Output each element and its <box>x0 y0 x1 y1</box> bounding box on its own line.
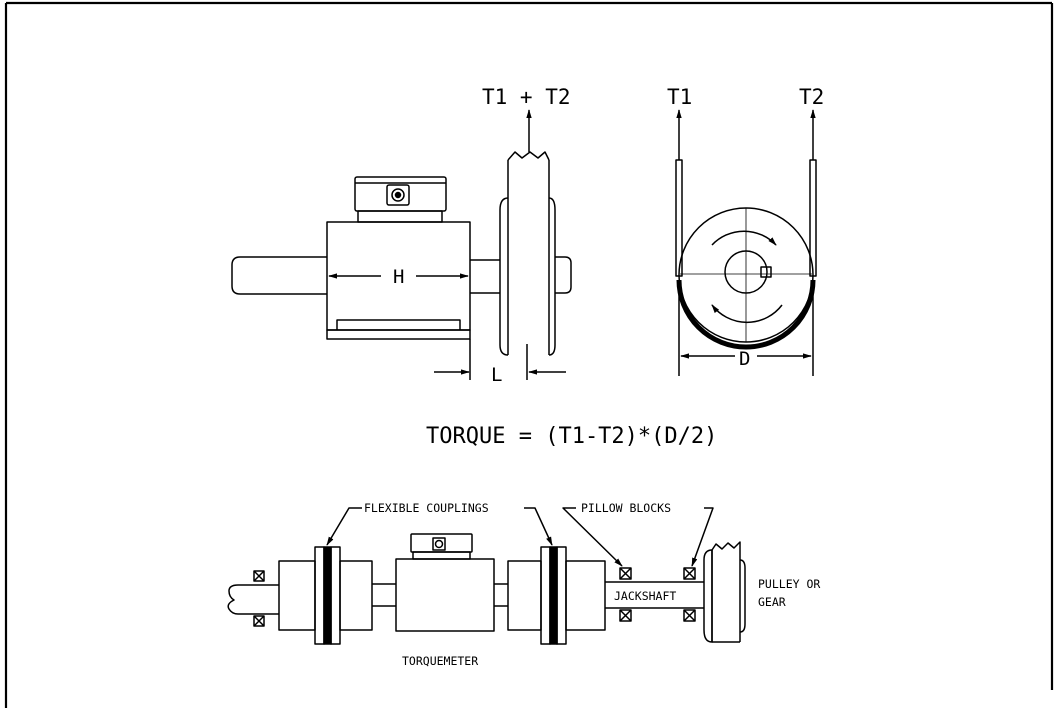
connector-icon-small <box>432 537 446 551</box>
pillow-block-6 <box>683 609 696 622</box>
torquemeter-connector-small <box>410 533 473 553</box>
pulley-break <box>507 151 550 161</box>
pulley-rim <box>507 160 550 355</box>
pillow-block-5 <box>683 567 696 580</box>
coupling-insert-2 <box>549 546 558 645</box>
keyway <box>760 266 772 278</box>
label-jackshaft: JACKSHAFT <box>614 589 676 603</box>
coupling-hub-1b <box>339 560 373 631</box>
jackshaft <box>605 581 704 609</box>
coupling-flange-1b <box>330 546 341 645</box>
torquemeter-base <box>326 329 471 340</box>
label-d: D <box>739 348 750 370</box>
coupling-hub-2a <box>507 560 542 631</box>
label-torquemeter: TORQUEMETER <box>402 654 478 668</box>
pillow-block-2 <box>253 615 265 627</box>
leader-coupling-2 <box>524 507 553 546</box>
output-shaft-end <box>555 256 572 294</box>
label-pulley-line2: GEAR <box>758 595 786 609</box>
label-l: L <box>491 364 502 386</box>
label-pulley-line1: PULLEY OR <box>758 577 820 591</box>
label-t2: T2 <box>799 85 824 109</box>
torque-formula: TORQUE = (T1-T2)*(D/2) <box>426 424 717 449</box>
connector-housing <box>354 176 447 212</box>
leader-pillow-1 <box>562 507 623 567</box>
pillow-block-3 <box>619 567 632 580</box>
label-flexible-couplings: FLEXIBLE COUPLINGS <box>364 501 489 515</box>
drive-train-layout <box>227 507 746 645</box>
pillow-block-1 <box>253 570 265 582</box>
coupling-flange-2a <box>540 546 551 645</box>
belt-wrap <box>676 279 816 350</box>
coupling-insert-1 <box>323 546 332 645</box>
drawing-frame <box>4 1 1054 708</box>
connector-neck <box>357 210 443 223</box>
rotation-arrow-top <box>711 230 777 246</box>
label-t1: T1 <box>667 85 692 109</box>
coupling-hub-2b <box>565 560 606 631</box>
pulley-end-view <box>675 109 817 376</box>
label-h: H <box>393 266 404 288</box>
label-pillow-blocks: PILLOW BLOCKS <box>581 501 671 515</box>
coupling-hub-1a <box>278 560 316 631</box>
torquemeter-body-small <box>395 558 495 632</box>
pulley-small-hub <box>703 549 713 643</box>
leader-pillow-2 <box>691 507 714 567</box>
connector-icon <box>386 184 410 206</box>
pulley-small-rim <box>711 550 741 643</box>
rotation-arrow-bottom <box>711 304 783 324</box>
coupling-flange-1a <box>314 546 325 645</box>
incoming-shaft <box>227 584 279 615</box>
coupling-flange-2b <box>556 546 567 645</box>
input-shaft <box>231 256 327 295</box>
leader-coupling-1 <box>326 507 362 546</box>
torquemeter-side-view <box>231 109 572 380</box>
label-t1-plus-t2: T1 + T2 <box>482 85 571 109</box>
pillow-block-4 <box>619 609 632 622</box>
